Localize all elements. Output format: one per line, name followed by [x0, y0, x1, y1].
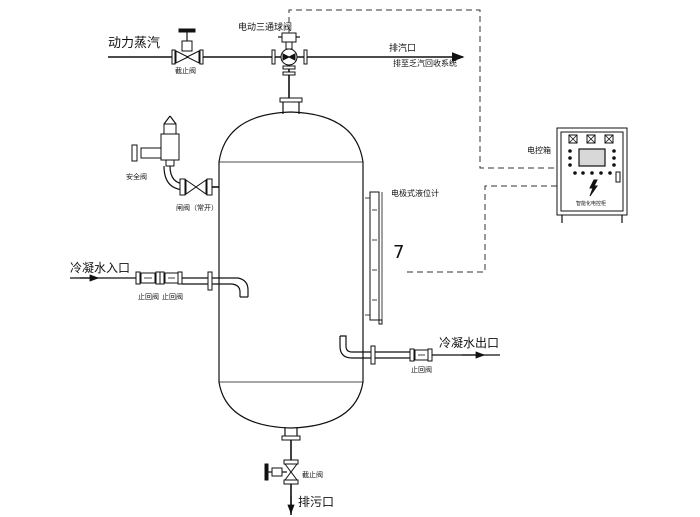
gate-valve-label: 闸阀（常开） — [176, 203, 218, 212]
box-caption-label: 智能化电控柜 — [576, 200, 606, 207]
level-gauge-label: 电极式液位计 — [391, 188, 439, 198]
check-valve-in-2-icon — [159, 271, 183, 285]
check-valve-in-1-icon — [135, 271, 161, 285]
lightning-icon — [589, 179, 598, 197]
control-screen — [578, 148, 606, 167]
condensate-inlet-line — [70, 271, 249, 298]
exhaust-port-label: 排汽口 — [389, 42, 416, 54]
control-box-label: 电控箱 — [527, 145, 551, 155]
motive-steam-label: 动力蒸汽 — [108, 36, 160, 51]
globe-valve-bottom-icon — [264, 459, 299, 485]
control-signal-lines — [288, 9, 557, 273]
to-recovery-label: 排至乏汽回收系统 — [393, 58, 457, 68]
safety-valve-label: 安全阀 — [126, 172, 147, 181]
drain-port-label: 排污口 — [298, 495, 334, 509]
check-valve-out-icon — [409, 348, 433, 362]
level-number: 7 — [393, 242, 404, 263]
check-valve-out-label: 止回阀 — [411, 365, 432, 374]
check-valve-in-2-label: 止回阀 — [162, 292, 183, 301]
level-gauge-icon — [365, 191, 383, 325]
globe-valve-top-label: 截止阀 — [175, 66, 196, 75]
condensate-out-label: 冷凝水出口 — [439, 335, 499, 350]
vessel — [218, 97, 364, 441]
check-valve-in-label: 止回阀 — [138, 292, 159, 301]
condensate-in-label: 冷凝水入口 — [70, 260, 130, 275]
condensate-outlet-line — [339, 335, 500, 365]
three-way-valve-label: 电动三通球阀 — [238, 21, 292, 33]
control-box — [556, 127, 628, 223]
gate-valve-icon — [179, 178, 219, 196]
globe-valve-top-icon — [171, 28, 204, 65]
three-way-valve-icon — [271, 32, 308, 100]
globe-valve-bottom-label: 截止阀 — [302, 470, 323, 479]
